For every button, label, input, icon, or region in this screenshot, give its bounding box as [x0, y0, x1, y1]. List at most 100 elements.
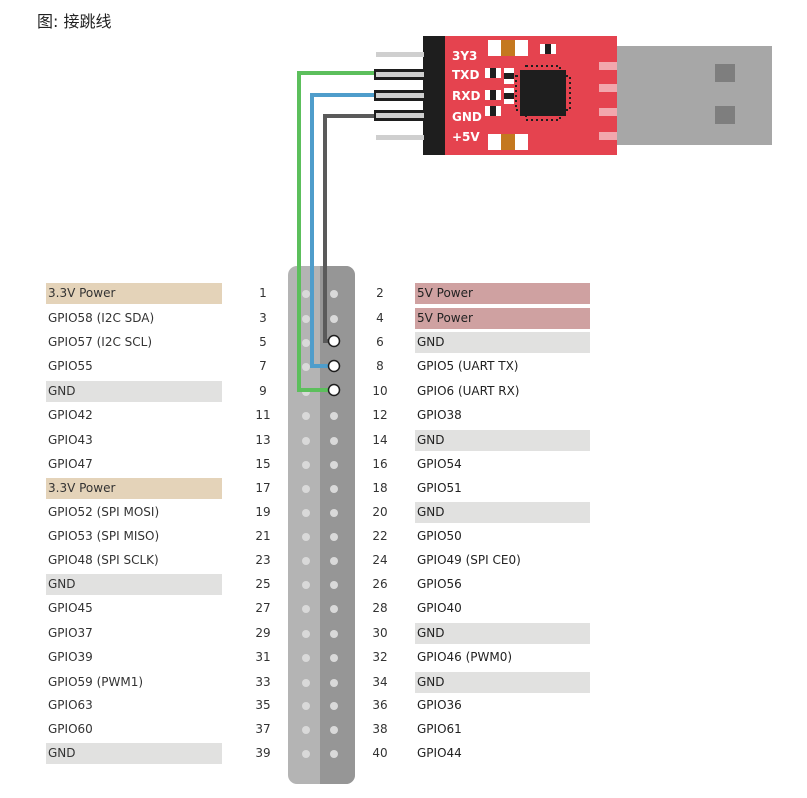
wire-rxd-to-pin-8: [310, 93, 374, 368]
pin-8-connected: [327, 359, 341, 373]
module-header-block: [423, 36, 445, 155]
pin-number-16: 16: [372, 457, 388, 471]
pin-number-14: 14: [372, 433, 388, 447]
pin-label-1: 3.3V Power: [46, 283, 222, 304]
pin-label-24: GPIO49 (SPI CE0): [417, 553, 521, 567]
pin-label-9: GND: [46, 381, 222, 402]
pin-label-32: GPIO46 (PWM0): [417, 650, 513, 664]
pin-label-37: GPIO60: [48, 722, 93, 736]
pin-label-13: GPIO43: [48, 433, 93, 447]
pin-number-24: 24: [372, 553, 388, 567]
pin-label-35: GPIO63: [48, 698, 93, 712]
wire-txd-to-pin-10: [297, 71, 374, 392]
pin-label-36: GPIO36: [417, 698, 462, 712]
pin-label-23: GPIO48 (SPI SCLK): [48, 553, 159, 567]
pin-label-22: GPIO50: [417, 529, 462, 543]
header-pin-26: [330, 581, 338, 589]
header-pin-1: [302, 290, 310, 298]
pin-number-9: 9: [259, 384, 267, 398]
module-pad: [599, 132, 617, 140]
pin-label-20: GND: [415, 502, 590, 523]
header-pin-31: [302, 654, 310, 662]
gpio-header: [288, 266, 355, 784]
header-pin-17: [302, 485, 310, 493]
header-pin-29: [302, 630, 310, 638]
pin-number-35: 35: [255, 698, 271, 712]
header-pins: [302, 290, 338, 758]
pin-number-8: 8: [376, 359, 384, 373]
pin-label-12: GPIO38: [417, 408, 462, 422]
module-pad: [599, 108, 617, 116]
header-pin-3: [302, 315, 310, 323]
pin-number-31: 31: [255, 650, 271, 664]
pin-label-30: GND: [415, 623, 590, 644]
jumper-wires: [297, 71, 374, 397]
header-pin-16: [330, 461, 338, 469]
pin-label-28: GPIO40: [417, 601, 462, 615]
pin-label-33: GPIO59 (PWM1): [48, 675, 144, 689]
pin-number-13: 13: [255, 433, 271, 447]
pin-label-31: GPIO39: [48, 650, 93, 664]
module-header-pins: [374, 52, 424, 140]
pin-label-10: GPIO6 (UART RX): [417, 384, 520, 398]
pin-label-17: 3.3V Power: [46, 478, 222, 499]
pin-label-26: GPIO56: [417, 577, 462, 591]
pin-label-27: GPIO45: [48, 601, 93, 615]
header-pin-5: [302, 339, 310, 347]
pin-label-2: 5V Power: [415, 283, 590, 304]
pin-10-connected: [327, 383, 341, 397]
pin-number-30: 30: [372, 626, 388, 640]
header-pin-25: [302, 581, 310, 589]
header-pin-40: [330, 750, 338, 758]
usb-plug-hole-top: [715, 64, 735, 82]
header-pin-23: [302, 557, 310, 565]
module-pad: [599, 84, 617, 92]
header-pin-33: [302, 679, 310, 687]
module-pin-3y3: [376, 52, 424, 57]
module-pin-label-txd: TXD: [452, 68, 479, 82]
header-pin-36: [330, 702, 338, 710]
pin-label-5: GPIO57 (I2C SCL): [48, 335, 153, 349]
pin-number-22: 22: [372, 529, 388, 543]
pin-number-38: 38: [372, 722, 388, 736]
header-pin-21: [302, 533, 310, 541]
header-pin-37: [302, 726, 310, 734]
pin-number-36: 36: [372, 698, 388, 712]
pin-number-3: 3: [259, 311, 267, 325]
pin-label-18: GPIO51: [417, 481, 462, 495]
pin-label-40: GPIO44: [417, 746, 462, 760]
pin-number-1: 1: [259, 286, 267, 300]
pin-label-4: 5V Power: [415, 308, 590, 329]
pin-number-18: 18: [372, 481, 388, 495]
header-pin-28: [330, 605, 338, 613]
pin-label-25: GND: [46, 574, 222, 595]
header-pin-7: [302, 363, 310, 371]
header-pin-34: [330, 679, 338, 687]
pin-label-19: GPIO52 (SPI MOSI): [48, 505, 160, 519]
header-pin-35: [302, 702, 310, 710]
pin-label-6: GND: [415, 332, 590, 353]
header-pin-39: [302, 750, 310, 758]
pin-label-11: GPIO42: [48, 408, 93, 422]
pin-label-34: GND: [415, 672, 590, 693]
module-pin-label-3y3: 3Y3: [452, 49, 477, 63]
pin-number-28: 28: [372, 601, 388, 615]
usb-plug-hole-bottom: [715, 106, 735, 124]
header-pin-18: [330, 485, 338, 493]
header-pin-27: [302, 605, 310, 613]
pin-number-23: 23: [255, 553, 271, 567]
header-pin-20: [330, 509, 338, 517]
module-pin-label-rxd: RXD: [452, 89, 480, 103]
header-pin-11: [302, 412, 310, 420]
pin-label-15: GPIO47: [48, 457, 93, 471]
header-pin-30: [330, 630, 338, 638]
pin-number-27: 27: [255, 601, 271, 615]
module-chip: [515, 65, 571, 121]
header-pin-13: [302, 437, 310, 445]
header-pin-2: [330, 290, 338, 298]
pin-number-39: 39: [255, 746, 271, 760]
pin-label-7: GPIO55: [48, 359, 93, 373]
pin-number-29: 29: [255, 626, 271, 640]
pin-6-connected: [327, 334, 341, 348]
